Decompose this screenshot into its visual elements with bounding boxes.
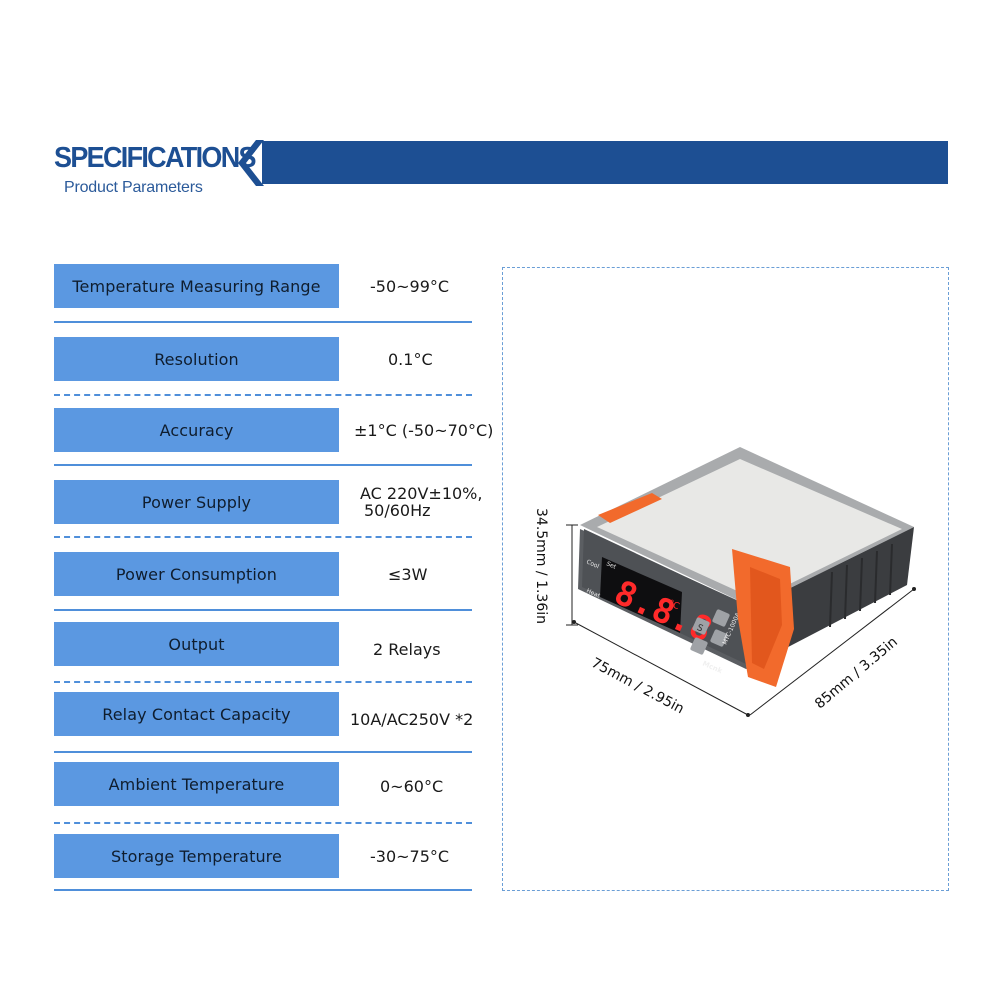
spec-label: Relay Contact Capacity <box>54 692 339 736</box>
spec-label: Ambient Temperature <box>54 762 339 806</box>
indicator-cool-label: Cool <box>585 558 600 570</box>
spec-value: 10A/AC250V *2 <box>350 709 474 729</box>
spec-value: 0~60°C <box>380 776 444 796</box>
spec-value: ≤3W <box>388 564 428 584</box>
thermostat-product-illustration: 8.8.8 °C Cool Set Heat S MTC-1000A Mcnk <box>566 447 916 717</box>
row-divider <box>54 321 472 323</box>
spec-value: 0.1°C <box>388 349 433 369</box>
product-image-frame <box>502 267 949 891</box>
row-divider <box>54 394 472 396</box>
spec-row-temperature-range: Temperature Measuring Range -50~99°C <box>54 264 484 308</box>
header-banner-bar <box>262 141 948 184</box>
left-mounting-clip <box>598 493 662 523</box>
spec-row-ambient-temperature: Ambient Temperature 0~60°C <box>54 762 484 806</box>
spec-row-power-consumption: Power Consumption ≤3W <box>54 552 484 596</box>
spec-value: 2 Relays <box>373 639 441 659</box>
chevron-left-icon <box>238 140 264 186</box>
height-dimension-label: 34.5mm / 1.36in <box>533 508 549 624</box>
spec-label: Resolution <box>54 337 339 381</box>
spec-value: -50~99°C <box>370 276 450 296</box>
spec-label: Power Consumption <box>54 552 339 596</box>
spec-row-storage-temperature: Storage Temperature -30~75°C <box>54 834 484 878</box>
spec-value: AC 220V±10%, 50/60Hz <box>346 480 496 524</box>
spec-row-accuracy: Accuracy ±1°C (-50~70°C) <box>54 408 493 452</box>
display-unit: °C <box>667 599 681 613</box>
down-button[interactable] <box>710 629 728 647</box>
row-divider <box>54 889 472 891</box>
spec-row-relay-capacity: Relay Contact Capacity 10A/AC250V *2 <box>54 692 484 736</box>
spec-row-resolution: Resolution 0.1°C <box>54 337 484 381</box>
brand-logo: Mcnk <box>701 660 724 676</box>
spec-label: Accuracy <box>54 408 339 452</box>
up-button[interactable] <box>712 609 730 627</box>
spec-row-output: Output 2 Relays <box>54 622 484 666</box>
spec-label: Temperature Measuring Range <box>54 264 339 308</box>
section-subtitle: Product Parameters <box>64 179 203 196</box>
power-button[interactable] <box>690 637 708 655</box>
row-divider <box>54 609 472 611</box>
spec-label: Power Supply <box>54 480 339 524</box>
row-divider <box>54 822 472 824</box>
led-display <box>600 557 682 633</box>
row-divider <box>54 681 472 683</box>
spec-label: Output <box>54 622 339 666</box>
set-button[interactable] <box>692 617 710 635</box>
spec-value: -30~75°C <box>370 846 450 866</box>
wiring-label-sticker <box>597 459 902 600</box>
spec-label: Storage Temperature <box>54 834 339 878</box>
spec-value: ±1°C (-50~70°C) <box>354 420 494 440</box>
spec-value-line1: AC 220V±10%, <box>360 484 483 503</box>
section-title: SPECIFICATIONS <box>54 142 257 174</box>
row-divider <box>54 751 472 753</box>
width-dimension-line <box>573 621 749 716</box>
row-divider <box>54 464 472 466</box>
indicator-set-label: Set <box>605 560 617 571</box>
spec-value-line2: 50/60Hz <box>364 501 431 520</box>
depth-dimension-line <box>749 588 915 716</box>
spec-row-power-supply: Power Supply AC 220V±10%, 50/60Hz <box>54 480 484 524</box>
row-divider <box>54 536 472 538</box>
set-button-label: S <box>695 623 705 635</box>
